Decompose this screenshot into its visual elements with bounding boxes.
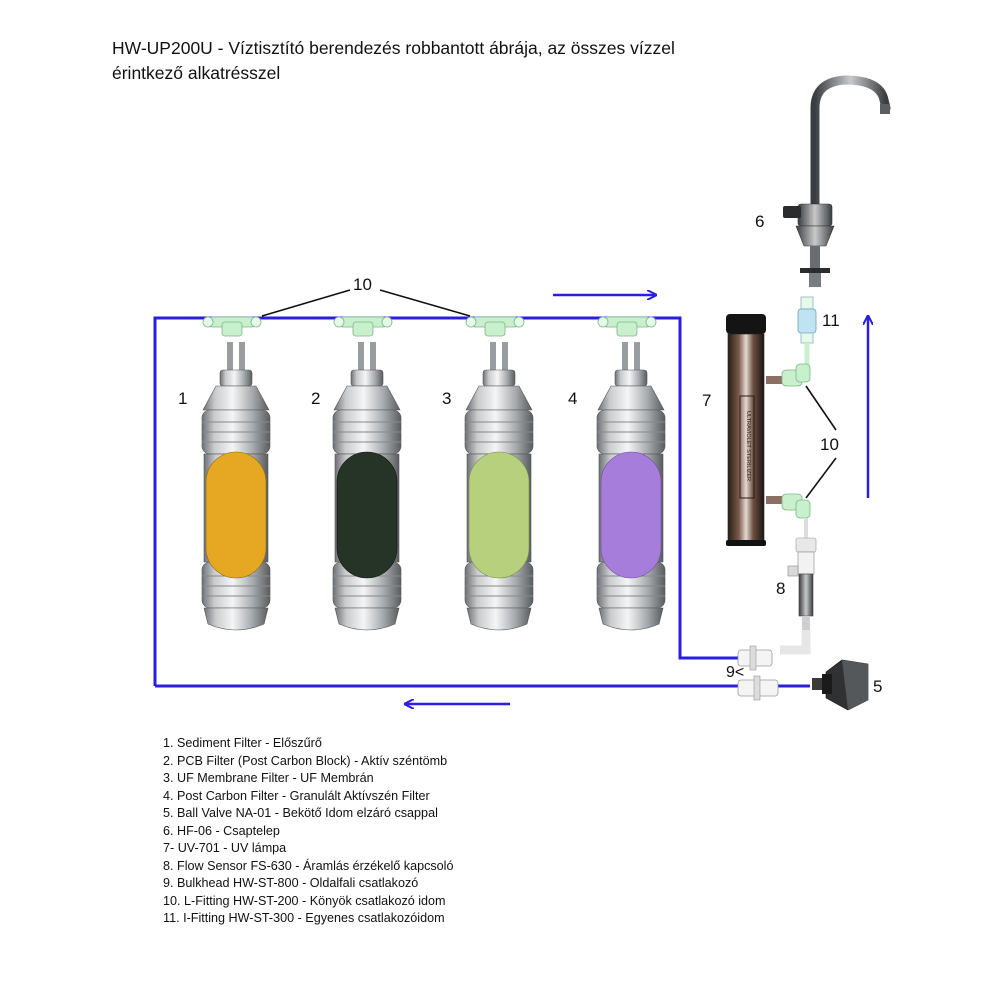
- callout-6: 6: [755, 212, 764, 231]
- callout-10-right: 10: [820, 435, 839, 454]
- callout-leader: [261, 289, 351, 317]
- uv-lamp: ULTRAVIOLET STERILIZER: [726, 314, 784, 546]
- callout-4: 4: [568, 389, 577, 408]
- callout-1: 1: [178, 389, 187, 408]
- callout-9: 9<: [726, 664, 744, 681]
- legend-item: 1. Sediment Filter - Előszűrő: [163, 736, 322, 750]
- bulkhead-fitting-icon: [737, 675, 779, 701]
- l-fitting-icon: [597, 316, 657, 337]
- legend-item: 11. I-Fitting HW-ST-300 - Egyenes csatla…: [163, 911, 445, 925]
- legend-item: 5. Ball Valve NA-01 - Bekötő Idom elzáró…: [163, 806, 438, 820]
- legend-item: 8. Flow Sensor FS-630 - Áramlás érzékelő…: [163, 858, 454, 873]
- bulkhead-fitting-icon: [737, 645, 773, 671]
- callout-2: 2: [311, 389, 320, 408]
- l-fitting-icon: [781, 363, 811, 387]
- callout-11: 11: [822, 311, 840, 330]
- post-carbon-filter: [596, 341, 666, 631]
- legend-item: 4. Post Carbon Filter - Granulált Aktívs…: [163, 788, 430, 803]
- legend-item: 2. PCB Filter (Post Carbon Block) - Aktí…: [163, 753, 448, 768]
- legend-item: 10. L-Fitting HW-ST-200 - Könyök csatlak…: [163, 893, 446, 908]
- uf-membrane-filter: [464, 341, 534, 631]
- l-fitting-icon: [781, 493, 811, 519]
- l-fitting-icon: [465, 316, 525, 337]
- callout-7: 7: [702, 391, 711, 410]
- uv-lamp-label: ULTRAVIOLET STERILIZER: [745, 411, 751, 481]
- legend-item: 3. UF Membrane Filter - UF Membrán: [163, 771, 374, 785]
- ball-valve-icon: [812, 659, 869, 711]
- diagram-title: HW-UP200U - Víztisztító berendezés robba…: [112, 38, 675, 83]
- callout-8: 8: [776, 579, 785, 598]
- callout-5: 5: [873, 677, 882, 696]
- flow-sensor-icon: [787, 537, 817, 630]
- l-fitting-icon: [202, 316, 262, 337]
- callout-10-top: 10: [353, 275, 372, 294]
- legend-item: 7- UV-701 - UV lámpa: [163, 841, 287, 855]
- callout-leader: [805, 385, 837, 431]
- i-fitting-icon: [797, 296, 817, 344]
- legend-item: 6. HF-06 - Csaptelep: [163, 823, 280, 838]
- l-fitting-icon: [780, 630, 811, 655]
- callout-3: 3: [442, 389, 451, 408]
- pcb-filter: [332, 341, 402, 631]
- legend-item: 9. Bulkhead HW-ST-800 - Oldalfali csatla…: [163, 876, 419, 890]
- flow-line-top: [153, 316, 758, 686]
- callout-leader: [805, 457, 837, 499]
- faucet-icon: [783, 75, 891, 287]
- parts-legend: 1. Sediment Filter - Előszűrő 2. PCB Fil…: [163, 735, 453, 928]
- sediment-filter: [201, 341, 271, 631]
- callout-leader: [379, 289, 471, 317]
- l-fitting-icon: [333, 316, 393, 337]
